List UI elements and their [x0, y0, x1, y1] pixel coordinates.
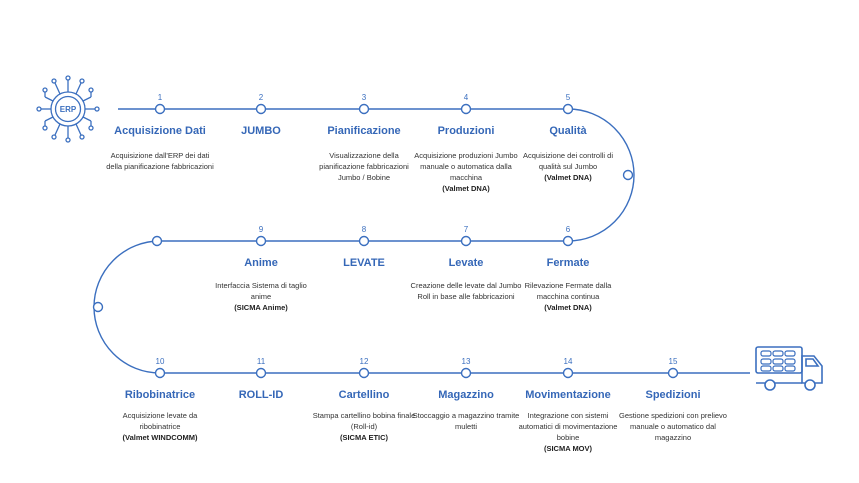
step-description: Stampa cartellino bobina finale (Roll-id…: [312, 411, 416, 431]
step-description-block: Visualizzazione della pianificazione fab…: [308, 150, 420, 183]
step-title: Movimentazione: [525, 389, 611, 401]
erp-chip-icon: ERP: [36, 75, 100, 143]
step-system-tag: (Valmet DNA): [544, 173, 592, 182]
step-title: Cartellino: [338, 389, 390, 401]
flow-path: [93, 108, 750, 374]
step-number: 8: [361, 225, 367, 234]
step-number: 9: [258, 225, 264, 234]
step-number: 11: [256, 357, 266, 366]
step-description: Visualizzazione della pianificazione fab…: [319, 151, 409, 182]
step-description: Acquisizione dall'ERP dei dati della pia…: [106, 151, 214, 171]
step-description-block: Interfaccia Sistema di taglio anime (SICM…: [205, 280, 317, 313]
turn-node-right: [622, 169, 634, 181]
step-title: Magazzino: [438, 389, 494, 401]
step-description: Integrazione con sistemi automatici di m…: [518, 411, 618, 442]
step-node-3: [358, 103, 370, 115]
step-description-block: Rilevazione Fermate dalla macchina conti…: [512, 280, 624, 313]
step-title: Acquisizione Dati: [114, 125, 206, 137]
step-node-1: [154, 103, 166, 115]
step-title: Qualità: [549, 125, 587, 137]
step-node-5: [562, 103, 574, 115]
step-title: Produzioni: [437, 125, 495, 137]
step-number: 15: [668, 357, 678, 366]
step-number: 3: [361, 93, 367, 102]
step-node-15: [667, 367, 679, 379]
step-number: 7: [463, 225, 469, 234]
step-node-6: [562, 235, 574, 247]
step-number: 6: [565, 225, 571, 234]
step-description-block: Gestione spedizioni con prelievo manuale…: [617, 410, 729, 443]
erp-label: ERP: [60, 105, 77, 114]
step-system-tag: (Valmet DNA): [442, 184, 490, 193]
step-system-tag: (Valmet DNA): [544, 303, 592, 312]
step-title: LEVATE: [343, 257, 385, 269]
step-description: Interfaccia Sistema di taglio anime: [215, 281, 307, 301]
step-number: 10: [155, 357, 165, 366]
step-description-block: Acquisizione dei controlli di qualità su…: [512, 150, 624, 183]
step-description-block: Stampa cartellino bobina finale (Roll-id…: [308, 410, 420, 443]
step-description-block: Integrazione con sistemi automatici di m…: [512, 410, 624, 454]
step-description-block: Acquisizione levate da ribobinatrice (Val…: [104, 410, 216, 443]
step-description-block: Acquisizione produzioni Jumbo manuale o …: [410, 150, 522, 194]
step-system-tag: (SICMA Anime): [234, 303, 288, 312]
step-description: Creazione delle levate dal Jumbo Roll in…: [410, 281, 522, 301]
step-number: 13: [461, 357, 471, 366]
step-number: 12: [359, 357, 369, 366]
step-title: JUMBO: [241, 125, 281, 137]
step-system-tag: (SICMA MOV): [543, 444, 593, 453]
step-system-tag: (SICMA ETIC): [339, 433, 389, 442]
step-title: Fermate: [546, 257, 590, 269]
step-node-2: [255, 103, 267, 115]
step-node-10: [154, 367, 166, 379]
step-description-block: Creazione delle levate dal Jumbo Roll in…: [410, 280, 522, 302]
step-description: Stoccaggio a magazzino tramite muletti: [412, 411, 520, 431]
step-title: ROLL-ID: [238, 389, 284, 401]
step-description: Rilevazione Fermate dalla macchina conti…: [524, 281, 612, 301]
step-title: Pianificazione: [327, 125, 401, 137]
step-node-14: [562, 367, 574, 379]
step-node-4: [460, 103, 472, 115]
step-number: 5: [565, 93, 571, 102]
step-node-11: [255, 367, 267, 379]
row2-end-node: [151, 235, 163, 247]
step-title: Ribobinatrice: [124, 389, 196, 401]
step-node-7: [460, 235, 472, 247]
step-description: Gestione spedizioni con prelievo manuale…: [619, 411, 727, 442]
step-number: 2: [258, 93, 264, 102]
step-description: Acquisizione dei controlli di qualità su…: [522, 151, 614, 171]
step-number: 1: [157, 93, 163, 102]
step-node-13: [460, 367, 472, 379]
step-number: 14: [563, 357, 573, 366]
step-title: Levate: [448, 257, 484, 269]
step-node-8: [358, 235, 370, 247]
step-description: Acquisizione levate da ribobinatrice: [122, 411, 198, 431]
step-title: Anime: [244, 257, 278, 269]
turn-node-left: [92, 301, 104, 313]
step-node-12: [358, 367, 370, 379]
step-system-tag: (Valmet WINDCOMM): [122, 433, 198, 442]
step-description-block: Acquisizione dall'ERP dei dati della pia…: [104, 150, 216, 172]
step-title: Spedizioni: [645, 389, 701, 401]
delivery-truck-icon: [755, 346, 823, 391]
step-number: 4: [463, 93, 469, 102]
step-node-9: [255, 235, 267, 247]
step-description: Acquisizione produzioni Jumbo manuale o …: [414, 151, 518, 182]
step-description-block: Stoccaggio a magazzino tramite muletti: [410, 410, 522, 432]
